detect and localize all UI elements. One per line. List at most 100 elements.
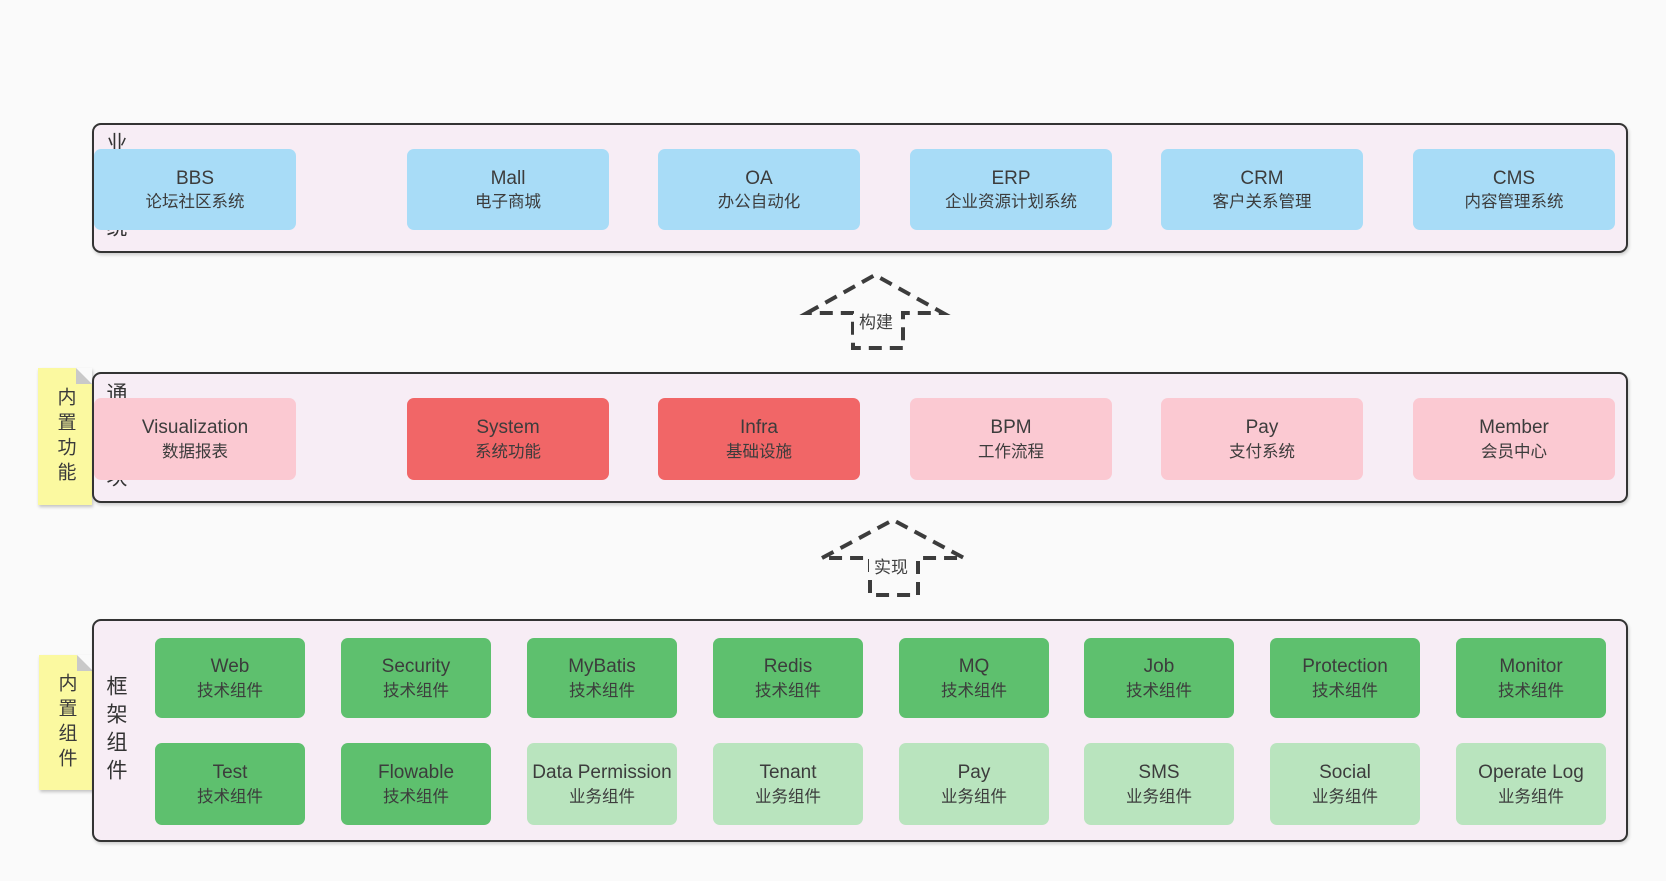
box-subtitle: 技术组件 bbox=[1312, 681, 1378, 700]
box-subtitle: 业务组件 bbox=[1498, 787, 1564, 806]
box-test: Test 技术组件 bbox=[155, 743, 305, 825]
box-title: Test bbox=[212, 762, 248, 784]
arrow-build bbox=[795, 262, 955, 354]
box-tenant: Tenant 业务组件 bbox=[713, 743, 863, 825]
band-framework-components: 框架组件 Web 技术组件 Security 技术组件 MyBatis 技术组件… bbox=[92, 619, 1628, 842]
box-sms: SMS 业务组件 bbox=[1084, 743, 1234, 825]
box-title: Web bbox=[210, 656, 250, 678]
box-redis: Redis 技术组件 bbox=[713, 638, 863, 718]
sticky-note-built-in-features: 内置功能 bbox=[38, 368, 92, 505]
box-social: Social 业务组件 bbox=[1270, 743, 1420, 825]
box-oa: OA 办公自动化 bbox=[658, 149, 860, 230]
box-title: Job bbox=[1143, 656, 1175, 678]
box-subtitle: 论坛社区系统 bbox=[145, 193, 245, 212]
band-common-modules: 通用模块 System 系统功能 Infra 基础设施 BPM 工作流程 Pay… bbox=[92, 372, 1628, 503]
box-mall: Mall 电子商城 bbox=[407, 149, 609, 230]
sticky-note-label: 内置组件 bbox=[55, 672, 77, 773]
box-title: System bbox=[476, 417, 540, 439]
sticky-note-label: 内置功能 bbox=[54, 386, 76, 487]
box-subtitle: 技术组件 bbox=[1498, 681, 1564, 700]
box-subtitle: 办公自动化 bbox=[717, 193, 801, 212]
box-web: Web 技术组件 bbox=[155, 638, 305, 718]
box-subtitle: 技术组件 bbox=[197, 787, 263, 806]
box-mq: MQ 技术组件 bbox=[899, 638, 1049, 718]
box-title: Pay bbox=[1245, 417, 1279, 439]
box-security: Security 技术组件 bbox=[341, 638, 491, 718]
box-protection: Protection 技术组件 bbox=[1270, 638, 1420, 718]
box-subtitle: 电子商城 bbox=[475, 193, 541, 212]
box-subtitle: 企业资源计划系统 bbox=[945, 193, 1077, 212]
box-title: Tenant bbox=[759, 762, 817, 784]
box-subtitle: 技术组件 bbox=[383, 787, 449, 806]
box-title: Protection bbox=[1302, 656, 1388, 678]
dashed-up-arrow-icon bbox=[821, 517, 965, 597]
box-title: CMS bbox=[1492, 167, 1536, 189]
box-title: ERP bbox=[991, 167, 1031, 189]
box-operate-log: Operate Log 业务组件 bbox=[1456, 743, 1606, 825]
box-subtitle: 客户关系管理 bbox=[1212, 193, 1312, 212]
box-subtitle: 技术组件 bbox=[755, 681, 821, 700]
box-subtitle: 数据报表 bbox=[162, 442, 228, 461]
box-title: Data Permission bbox=[532, 762, 672, 784]
box-title: MQ bbox=[958, 656, 990, 678]
box-subtitle: 业务组件 bbox=[755, 787, 821, 806]
box-title: BPM bbox=[990, 417, 1032, 439]
box-subtitle: 业务组件 bbox=[1126, 787, 1192, 806]
box-title: BBS bbox=[175, 167, 215, 189]
components-row-1: Web 技术组件 Security 技术组件 MyBatis 技术组件 Redi… bbox=[94, 621, 1626, 840]
arrow-implement-label: 实现 bbox=[869, 556, 913, 581]
box-subtitle: 业务组件 bbox=[941, 787, 1007, 806]
box-subtitle: 基础设施 bbox=[726, 442, 792, 461]
box-erp: ERP 企业资源计划系统 bbox=[910, 149, 1112, 230]
box-crm: CRM 客户关系管理 bbox=[1161, 149, 1363, 230]
arrow-implement bbox=[810, 508, 980, 600]
box-subtitle: 技术组件 bbox=[383, 681, 449, 700]
box-pay-module: Pay 支付系统 bbox=[1161, 398, 1363, 480]
box-title: Security bbox=[381, 656, 451, 678]
box-title: Social bbox=[1319, 762, 1371, 784]
box-subtitle: 技术组件 bbox=[941, 681, 1007, 700]
box-bpm: BPM 工作流程 bbox=[910, 398, 1112, 480]
box-mybatis: MyBatis 技术组件 bbox=[527, 638, 677, 718]
arrow-build-label: 构建 bbox=[854, 311, 898, 336]
box-title: Monitor bbox=[1499, 656, 1563, 678]
box-subtitle: 工作流程 bbox=[978, 442, 1044, 461]
box-subtitle: 支付系统 bbox=[1229, 442, 1295, 461]
components-row-2: Test 技术组件 Flowable 技术组件 Data Permission … bbox=[94, 621, 1626, 840]
box-subtitle: 系统功能 bbox=[475, 442, 541, 461]
box-title: CRM bbox=[1240, 167, 1284, 189]
box-title: SMS bbox=[1138, 762, 1180, 784]
sticky-note-built-in-components: 内置组件 bbox=[39, 655, 93, 790]
box-title: OA bbox=[745, 167, 773, 189]
box-subtitle: 技术组件 bbox=[197, 681, 263, 700]
box-job: Job 技术组件 bbox=[1084, 638, 1234, 718]
box-title: Infra bbox=[739, 417, 779, 439]
box-member: Member 会员中心 bbox=[1413, 398, 1615, 480]
box-title: Operate Log bbox=[1478, 762, 1584, 784]
box-flowable: Flowable 技术组件 bbox=[341, 743, 491, 825]
band-business-systems: 业务系统 Mall 电子商城 OA 办公自动化 ERP 企业资源计划系统 CRM… bbox=[92, 123, 1628, 253]
box-monitor: Monitor 技术组件 bbox=[1456, 638, 1606, 718]
box-pay-component: Pay 业务组件 bbox=[899, 743, 1049, 825]
box-visualization: Visualization 数据报表 bbox=[94, 398, 296, 480]
box-subtitle: 会员中心 bbox=[1481, 442, 1547, 461]
band-vertical-label: 框架组件 bbox=[104, 674, 127, 787]
box-title: Flowable bbox=[377, 762, 455, 784]
box-title: MyBatis bbox=[568, 656, 636, 678]
box-system: System 系统功能 bbox=[407, 398, 609, 480]
box-title: Member bbox=[1479, 417, 1549, 439]
box-subtitle: 业务组件 bbox=[569, 787, 635, 806]
box-bbs: BBS 论坛社区系统 bbox=[94, 149, 296, 230]
box-title: Pay bbox=[957, 762, 991, 784]
box-title: Mall bbox=[490, 167, 526, 189]
box-infra: Infra 基础设施 bbox=[658, 398, 860, 480]
box-subtitle: 技术组件 bbox=[569, 681, 635, 700]
box-cms: CMS 内容管理系统 bbox=[1413, 149, 1615, 230]
box-subtitle: 业务组件 bbox=[1312, 787, 1378, 806]
box-subtitle: 内容管理系统 bbox=[1464, 193, 1564, 212]
box-title: Visualization bbox=[141, 417, 249, 439]
dashed-up-arrow-icon bbox=[799, 272, 951, 350]
box-subtitle: 技术组件 bbox=[1126, 681, 1192, 700]
box-data-permission: Data Permission 业务组件 bbox=[527, 743, 677, 825]
box-title: Redis bbox=[763, 656, 813, 678]
